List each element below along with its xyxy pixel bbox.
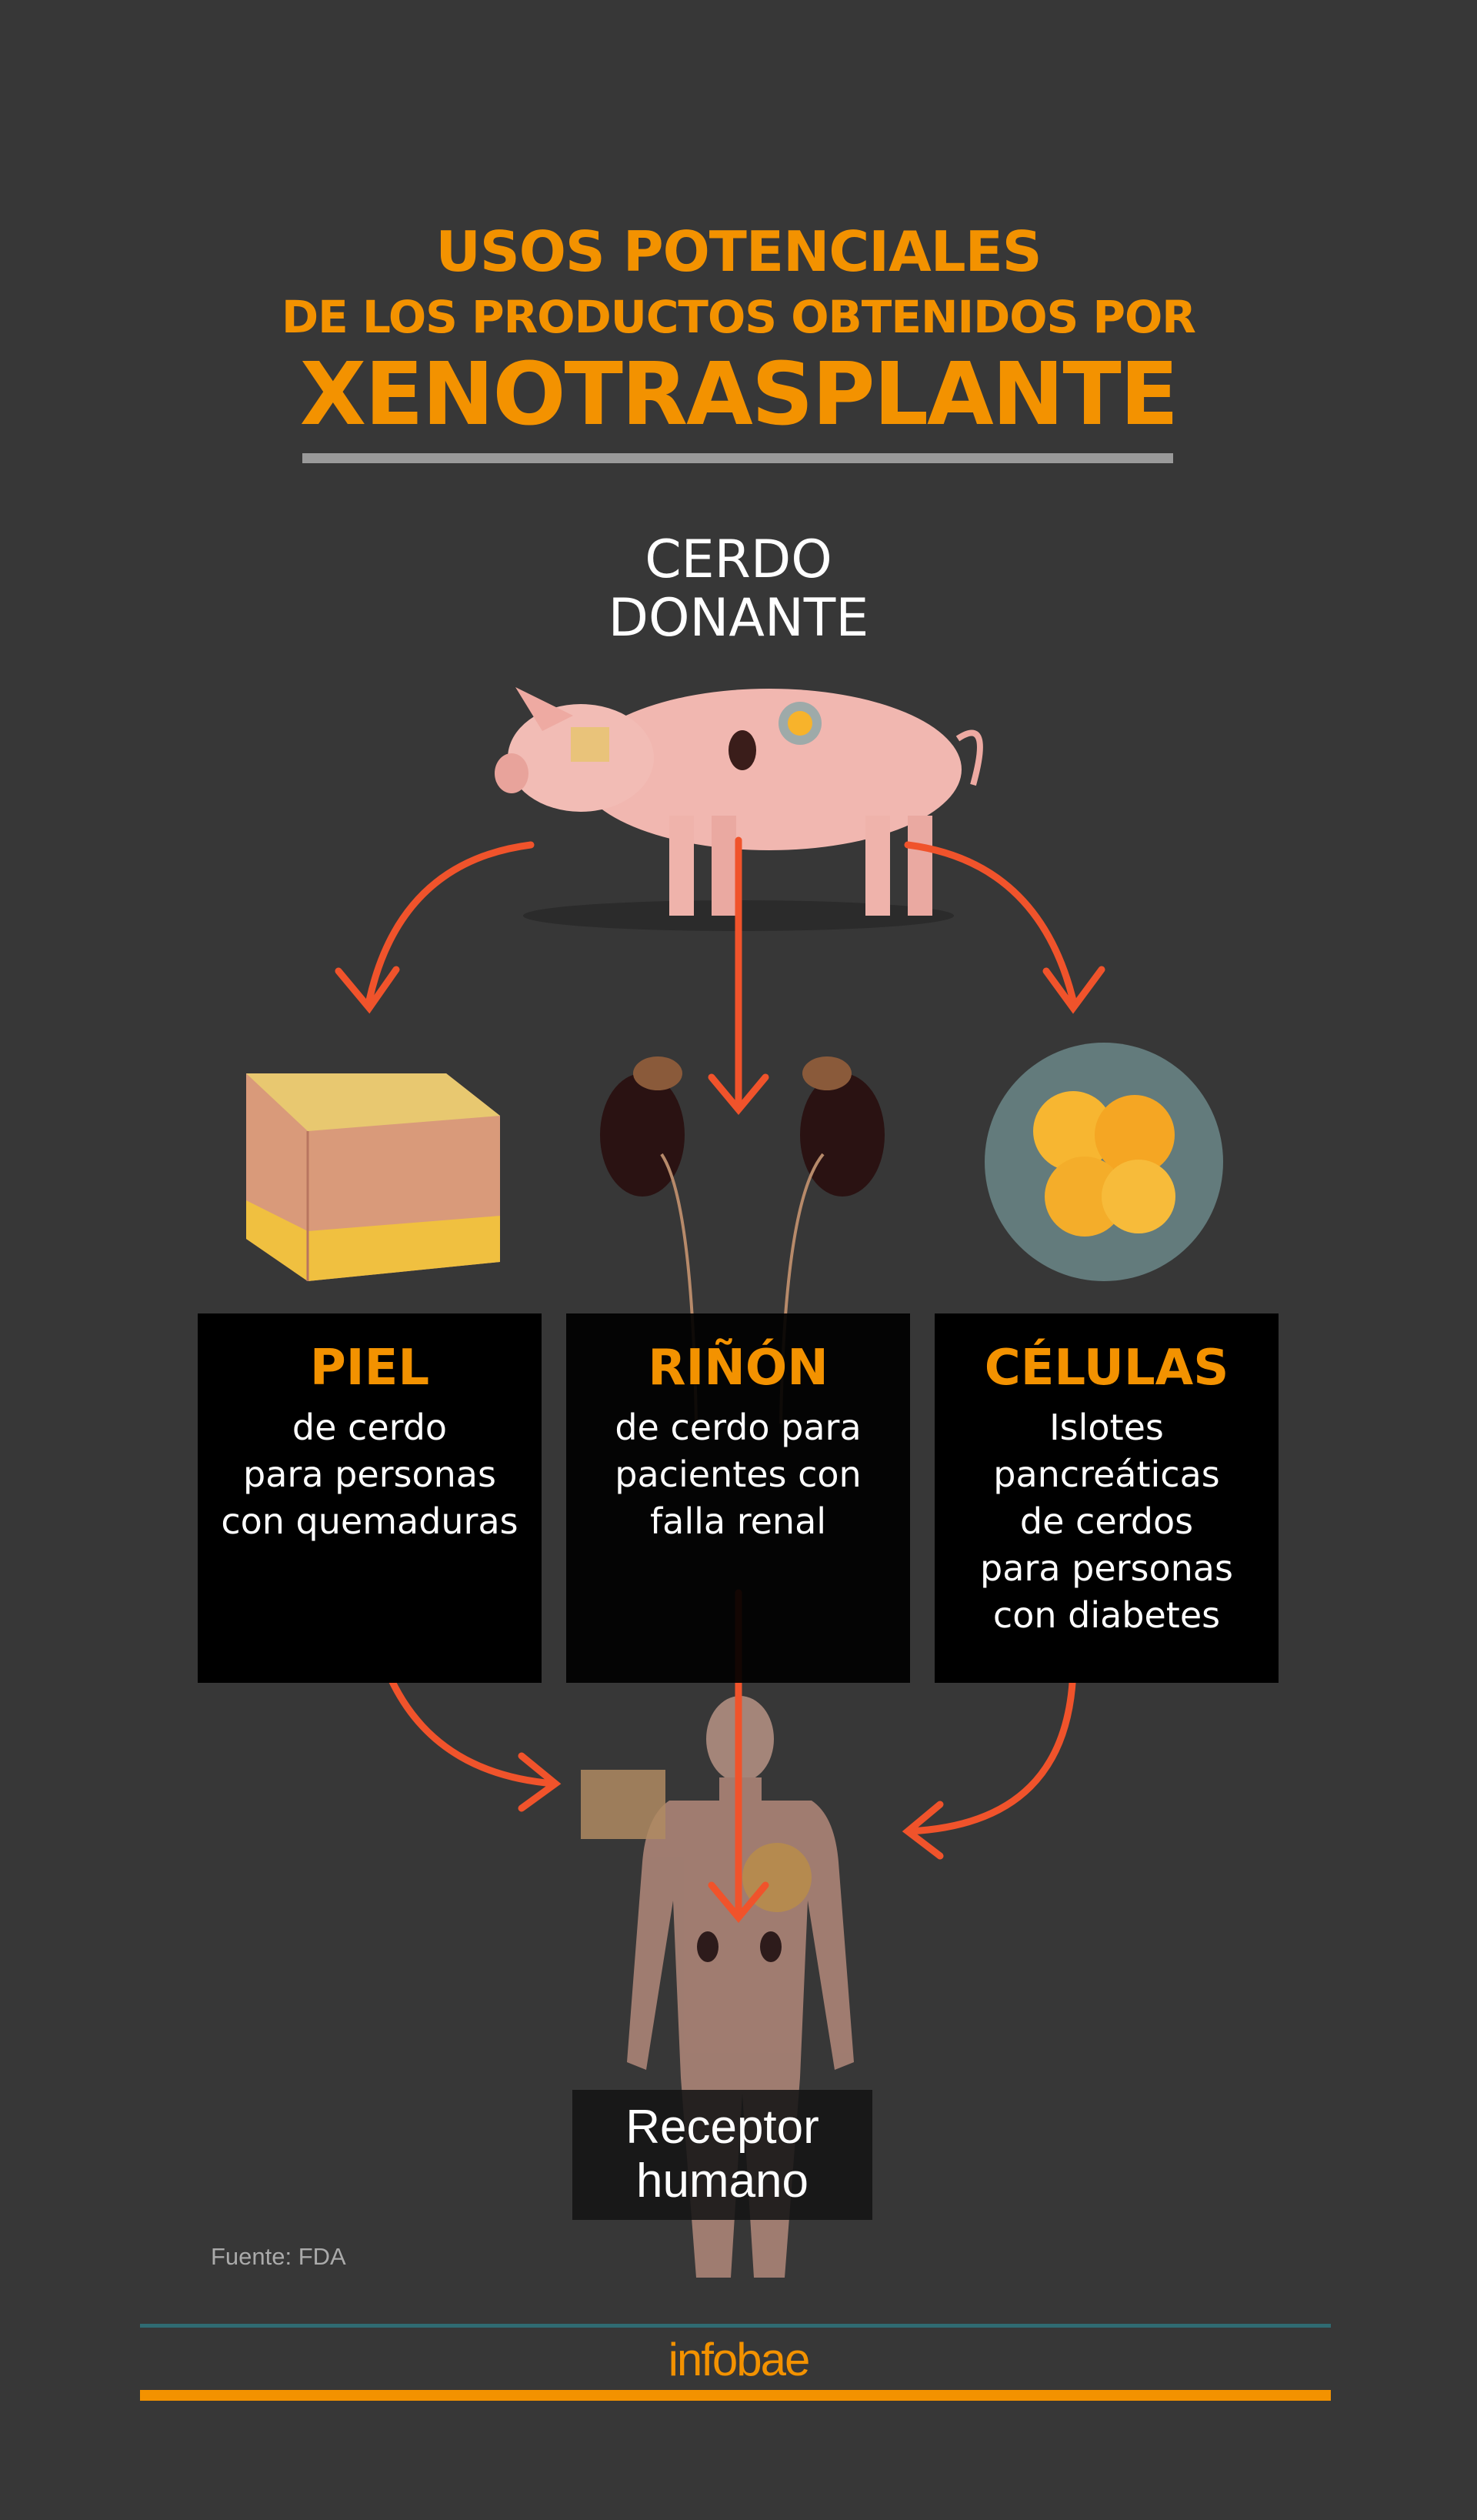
product-text: falla renal	[649, 1500, 827, 1542]
product-box-kidney: RIÑÓN de cerdo para pacientes con falla …	[566, 1313, 910, 1683]
title-line-3: XENOTRASPLANTE	[299, 345, 1179, 445]
arrowhead-icon	[708, 1881, 769, 1924]
arrow-pig-to-cells	[904, 841, 1077, 1004]
arrowhead-icon	[518, 1752, 562, 1812]
product-text: pancreáticas	[993, 1454, 1220, 1495]
title-line-2: DE LOS PRODUCTOS OBTENIDOS POR	[282, 291, 1196, 343]
arrowhead-icon	[902, 1801, 944, 1860]
product-title: CÉLULAS	[984, 1340, 1229, 1397]
footer-divider	[140, 2324, 1331, 2328]
arrowhead-icon	[1042, 966, 1105, 1014]
source-note: Fuente: FDA	[211, 2243, 346, 2270]
arrowhead-icon	[708, 1073, 769, 1116]
skin-illustration	[246, 1073, 500, 1281]
product-text: Islotes	[1049, 1407, 1164, 1448]
product-text: para personas	[243, 1454, 496, 1495]
arrow-pig-to-skin	[365, 841, 535, 1004]
flow-arrows	[335, 836, 1105, 1924]
product-text: para personas	[980, 1547, 1233, 1589]
arrow-cells-to-human	[905, 1664, 1077, 1835]
product-text: pacientes con	[615, 1454, 862, 1495]
infobae-logo: infobae	[668, 2334, 811, 2385]
product-text: de cerdo para	[615, 1407, 862, 1448]
recipient-line-1: Receptor	[625, 2101, 819, 2154]
recipient-label: Receptor humano	[572, 2090, 872, 2220]
product-text: con quemaduras	[221, 1500, 518, 1542]
human-illustration	[581, 1696, 854, 2278]
product-box-cells: CÉLULAS Islotes pancreáticas de cerdos p…	[935, 1313, 1279, 1683]
product-text: con diabetes	[992, 1594, 1221, 1636]
pig-illustration	[495, 687, 983, 931]
donor-line-2: DONANTE	[608, 588, 869, 649]
recipient-line-2: humano	[635, 2155, 809, 2208]
product-box-skin: PIEL de cerdo para personas con quemadur…	[198, 1313, 542, 1683]
title-divider	[302, 453, 1173, 463]
cell-illustration	[985, 1043, 1223, 1281]
product-title: PIEL	[309, 1340, 430, 1397]
product-title: RIÑÓN	[648, 1340, 829, 1397]
arrowhead-icon	[335, 966, 400, 1014]
product-text: de cerdo	[292, 1407, 448, 1448]
footer-bar	[140, 2390, 1331, 2401]
kidneys-illustration	[600, 1056, 885, 1424]
product-text: de cerdos	[1019, 1500, 1194, 1542]
title-line-1: USOS POTENCIALES	[435, 219, 1042, 284]
donor-line-1: CERDO	[645, 529, 832, 590]
donor-label: CERDO DONANTE	[0, 531, 1477, 648]
